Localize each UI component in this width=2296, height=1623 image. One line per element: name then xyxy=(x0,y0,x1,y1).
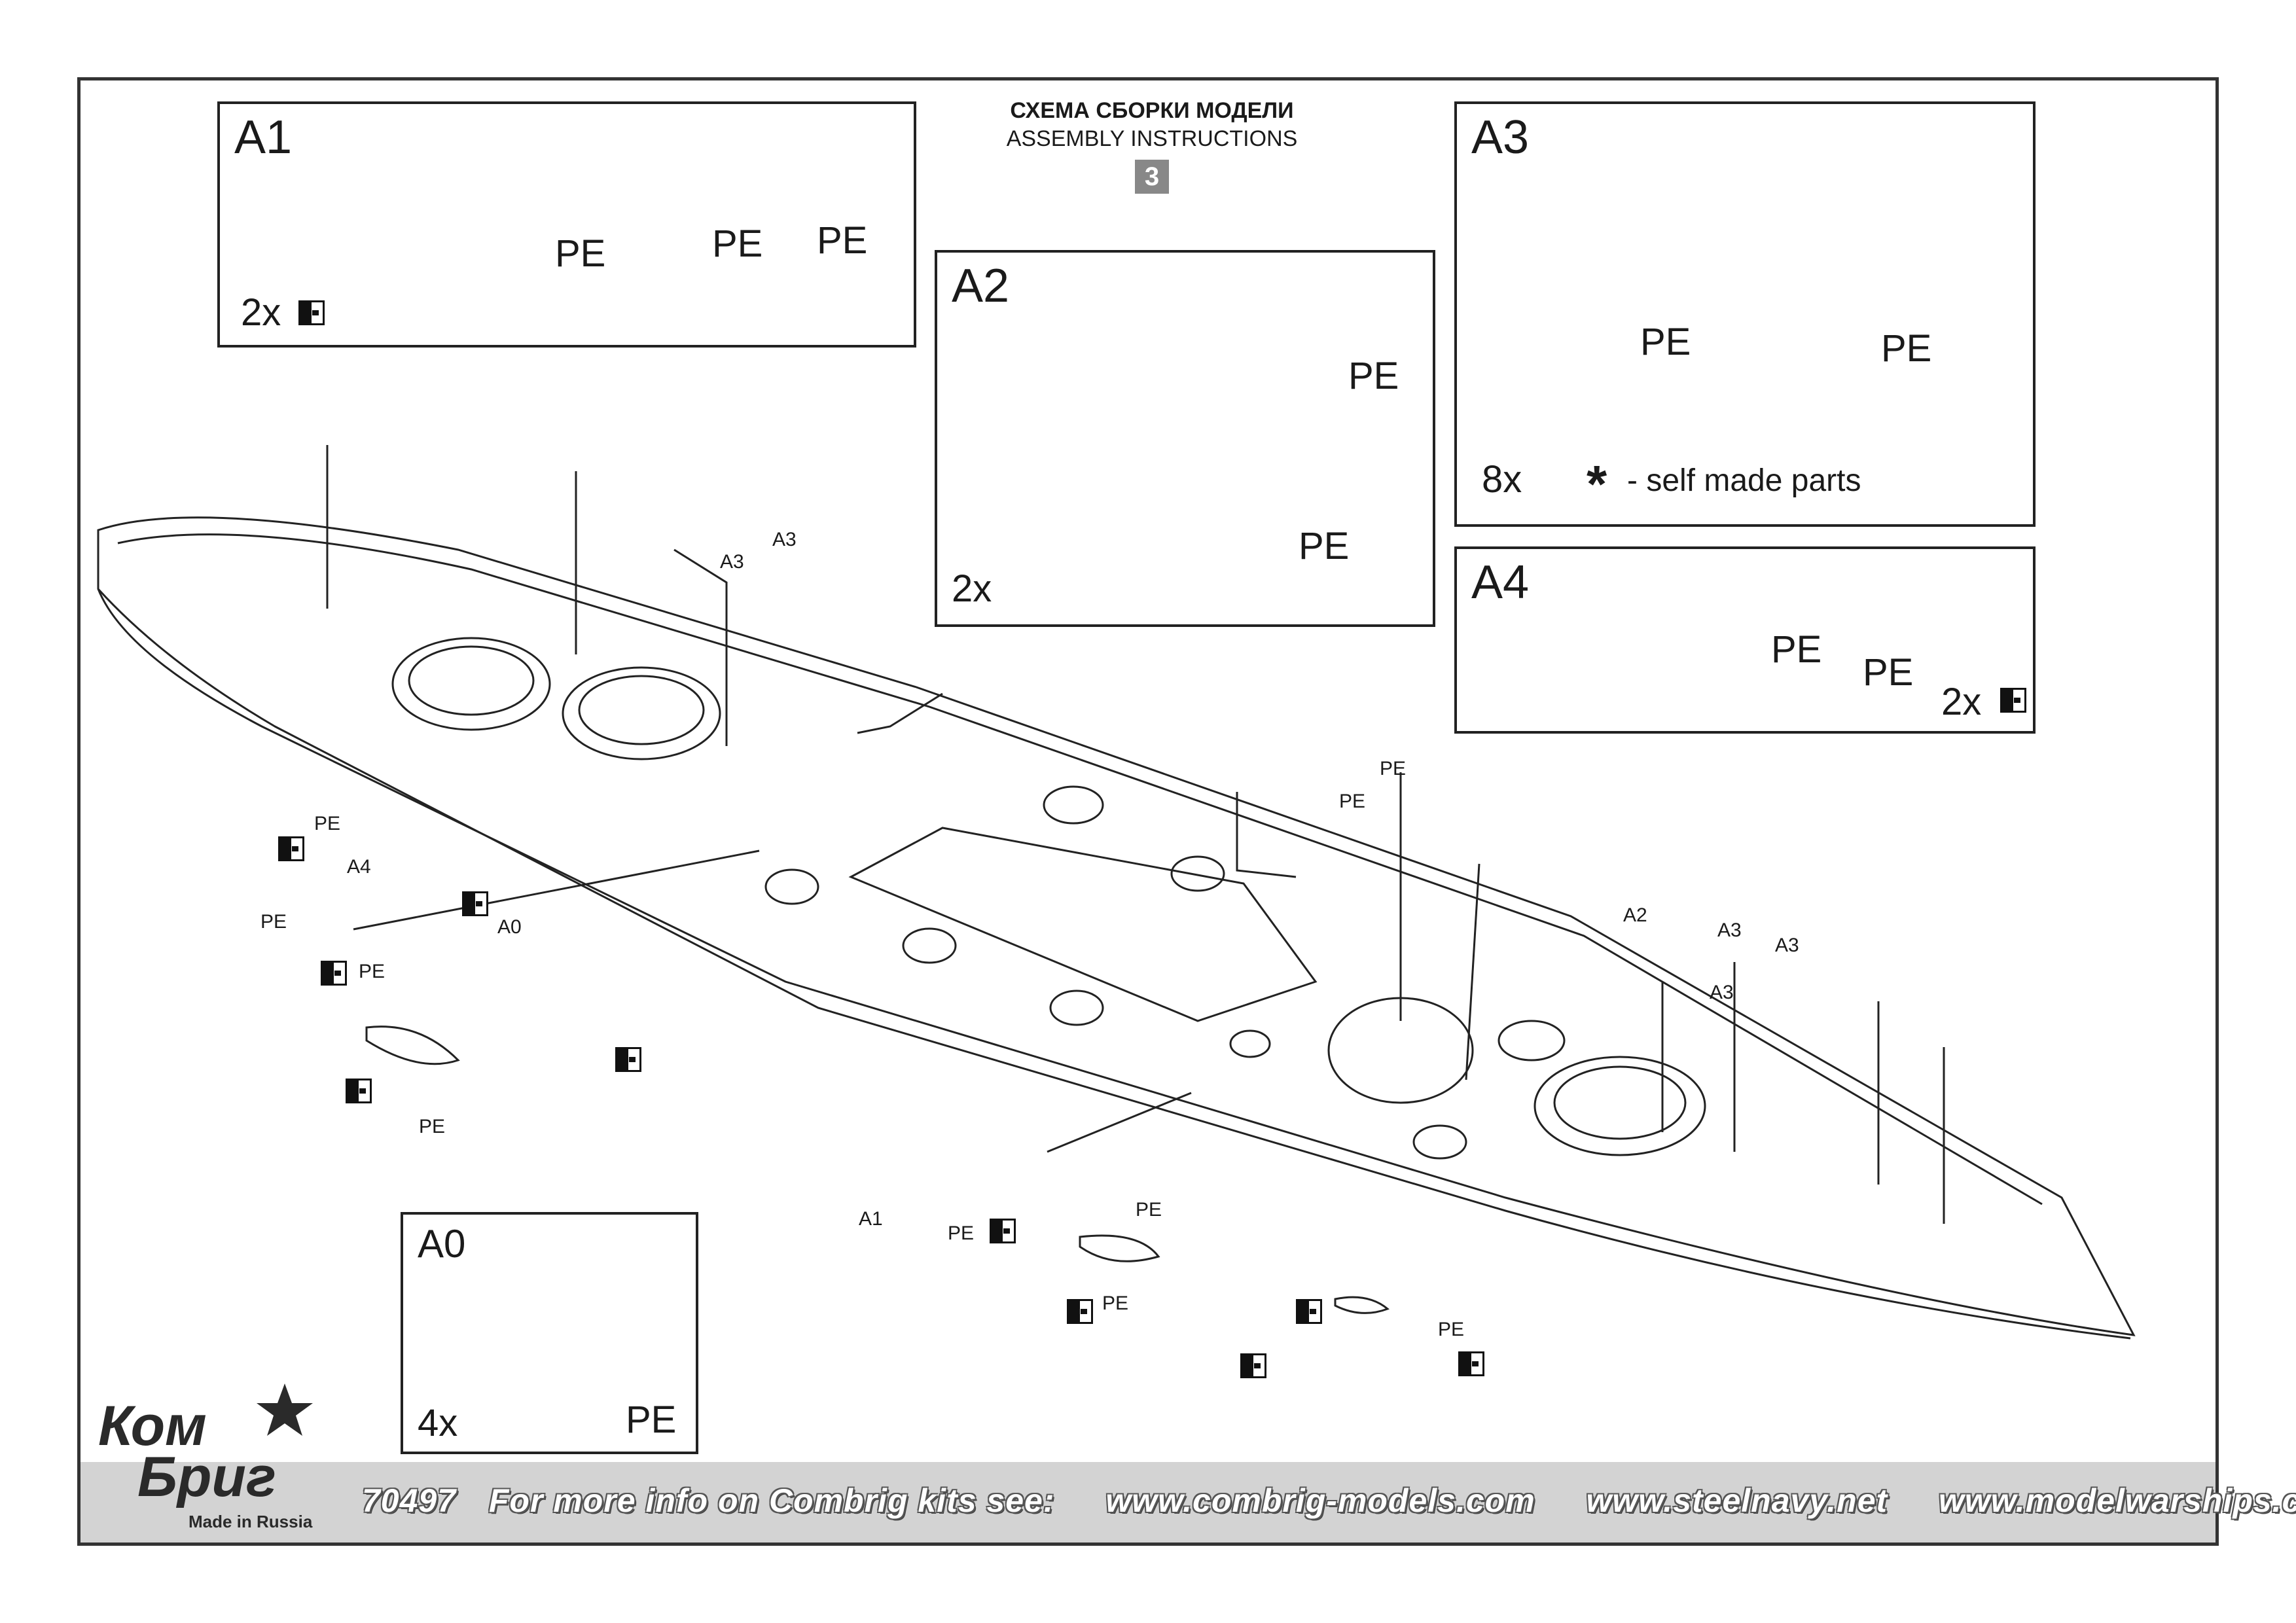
logo-line1: Ком xyxy=(98,1395,207,1457)
a4-pe-1: PE xyxy=(1771,628,1822,671)
funnel-1 xyxy=(391,637,551,731)
callout-pe-boat2: PE xyxy=(1136,1199,1162,1221)
box-a4: A4 PE PE 2x xyxy=(1454,546,2036,734)
a1-pe-2: PE xyxy=(712,223,763,265)
callout-a2-right: A2 xyxy=(1623,904,1647,926)
callout-a3-top: A3 xyxy=(772,529,797,550)
funnel-3 xyxy=(1534,1056,1706,1156)
boat-left xyxy=(365,1026,460,1065)
title-ru: СХЕМА СБОРКИ МОДЕЛИ xyxy=(1010,98,1294,123)
hull-deck-outline xyxy=(97,516,2136,1336)
a3-note: - self made parts xyxy=(1627,463,1861,498)
a4-pe-2: PE xyxy=(1863,651,1914,694)
callout-pe-a1: PE xyxy=(948,1222,975,1244)
box-a1: A1 PE PE PE 2x xyxy=(217,101,916,348)
footer-url-combrig[interactable]: www.combrig-models.com xyxy=(1105,1482,1535,1519)
callout-pe-left: PE xyxy=(260,911,287,933)
boat-right xyxy=(1334,1296,1390,1314)
box-a0-title: A0 xyxy=(418,1222,466,1266)
a2-pe-2: PE xyxy=(1299,525,1350,567)
a3-pe-1: PE xyxy=(1640,321,1691,363)
boat-mid xyxy=(1079,1234,1160,1262)
funnel-2 xyxy=(562,666,721,760)
assembly-step-icon xyxy=(990,1219,1016,1243)
a0-count: 4x xyxy=(418,1402,458,1444)
callout-a3-right1: A3 xyxy=(1717,919,1742,941)
logo-made-in: Made in Russia xyxy=(188,1512,313,1531)
a2-count: 2x xyxy=(952,567,992,610)
assembly-step-icon xyxy=(298,300,325,325)
callout-pe-mid1: PE xyxy=(1380,758,1407,779)
assembly-step-icon xyxy=(615,1047,641,1072)
callout-pe-mid2: PE xyxy=(1339,791,1366,812)
a4-count: 2x xyxy=(1941,681,1982,723)
a3-pe-2: PE xyxy=(1881,327,1932,370)
box-a3: A3 PE PE 8x * - self made parts xyxy=(1454,101,2036,527)
footer-text: 70497 For more info on Combrig kits see:… xyxy=(362,1482,2296,1520)
callout-a0: A0 xyxy=(497,916,522,938)
page-frame xyxy=(77,77,2219,1546)
box-a4-title: A4 xyxy=(1471,556,1530,609)
callout-a3-right2: A3 xyxy=(1775,935,1799,956)
callout-pe-boat: PE xyxy=(419,1116,446,1137)
a1-pe-1: PE xyxy=(555,232,606,275)
assembly-step-icon xyxy=(1240,1353,1266,1378)
title-en: ASSEMBLY INSTRUCTIONS xyxy=(1006,126,1298,151)
box-a1-title: A1 xyxy=(234,111,293,164)
a3-count: 8x xyxy=(1482,458,1522,501)
callout-a3-left: A3 xyxy=(720,551,744,573)
a1-pe-3: PE xyxy=(817,219,868,262)
logo-line2: Бриг xyxy=(137,1446,276,1508)
footer-info: For more info on Combrig kits see: xyxy=(488,1482,1055,1519)
callout-a3-right3: A3 xyxy=(1710,982,1734,1003)
deck-well xyxy=(848,827,1318,1022)
assembly-step-icon xyxy=(1296,1299,1322,1324)
footer-bar: 70497 For more info on Combrig kits see:… xyxy=(81,1462,2296,1543)
a3-note-star: * xyxy=(1587,455,1607,513)
kombrig-logo: Ком Бриг Made in Russia xyxy=(98,1381,347,1538)
assembly-step-icon xyxy=(1067,1299,1093,1324)
a0-pe: PE xyxy=(626,1399,677,1441)
box-a2-title: A2 xyxy=(952,260,1010,312)
hull-inner-line xyxy=(117,533,2043,1205)
kit-number: 70497 xyxy=(362,1482,457,1519)
box-a3-title: A3 xyxy=(1471,111,1530,164)
assembly-step-icon xyxy=(278,836,304,861)
footer-url-modelwarships[interactable]: www.modelwarships.com xyxy=(1938,1482,2296,1519)
page-number-badge: 3 xyxy=(1135,160,1169,194)
star-emblem-icon xyxy=(257,1383,313,1436)
assembly-step-icon xyxy=(346,1079,372,1103)
page-header: СХЕМА СБОРКИ МОДЕЛИ ASSEMBLY INSTRUCTION… xyxy=(903,98,1401,194)
callout-pe-bottom: PE xyxy=(1438,1319,1465,1340)
a2-pe-1: PE xyxy=(1348,355,1399,397)
callout-a4: A4 xyxy=(347,856,371,878)
a1-count: 2x xyxy=(241,291,281,334)
callout-pe-a4: PE xyxy=(314,813,341,834)
hull-side xyxy=(97,588,2131,1340)
assembly-step-icon xyxy=(1458,1351,1484,1376)
callout-a1: A1 xyxy=(859,1208,883,1230)
assembly-step-icon xyxy=(462,891,488,916)
callout-pe-boat2b: PE xyxy=(1102,1293,1129,1314)
footer-url-steelnavy[interactable]: www.steelnavy.net xyxy=(1586,1482,1888,1519)
assembly-step-icon xyxy=(2000,688,2026,713)
box-a0: A0 PE 4x xyxy=(401,1212,698,1454)
assembly-step-icon xyxy=(321,961,347,986)
box-a2: A2 PE PE 2x xyxy=(935,250,1435,627)
callout-pe-under: PE xyxy=(359,961,386,982)
